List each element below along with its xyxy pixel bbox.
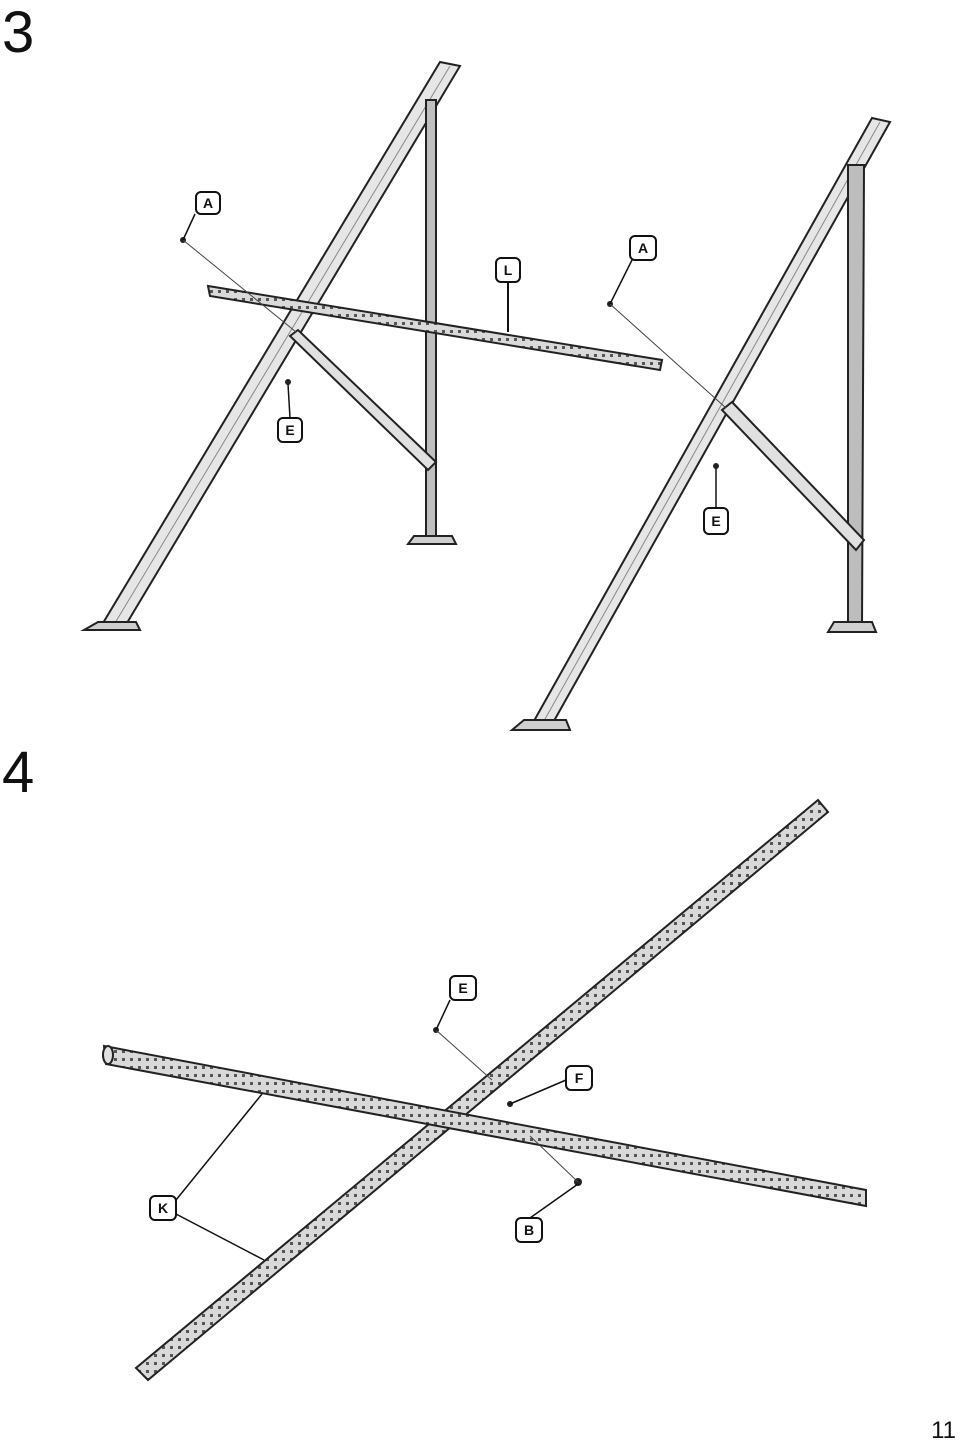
page-number: 11 xyxy=(931,1417,956,1444)
svg-text:E: E xyxy=(285,422,294,438)
svg-text:L: L xyxy=(504,262,513,278)
step-3-number: 3 xyxy=(2,0,35,65)
label-l: L xyxy=(495,257,521,283)
svg-text:A: A xyxy=(203,195,213,211)
bolt-a-right xyxy=(607,259,727,409)
nut-e-right xyxy=(713,463,719,508)
nut-e-left xyxy=(285,379,291,419)
washer-f xyxy=(507,1079,567,1107)
label-a-left: A xyxy=(195,191,221,215)
right-frame xyxy=(509,116,892,731)
nut-e xyxy=(433,999,493,1081)
label-f: F xyxy=(565,1065,593,1091)
label-e-right: E xyxy=(703,507,729,535)
svg-text:A: A xyxy=(638,240,648,256)
step-4-illustration: E F K B xyxy=(102,798,867,1382)
label-e-left: E xyxy=(277,417,303,443)
left-vertical-post xyxy=(425,99,437,541)
label-e-step4: E xyxy=(449,975,477,1001)
bolt-a-left xyxy=(180,213,297,333)
horizontal-rail xyxy=(102,1044,867,1208)
right-diagonal-leg xyxy=(528,116,892,729)
left-frame xyxy=(80,60,462,631)
diagonal-rail xyxy=(134,798,830,1382)
left-foot-front xyxy=(80,621,142,631)
right-vertical-post xyxy=(847,164,866,629)
right-foot-back xyxy=(826,621,878,633)
bolt-b xyxy=(529,1135,582,1219)
right-brace xyxy=(720,400,866,552)
svg-text:E: E xyxy=(711,513,720,529)
svg-text:E: E xyxy=(458,980,467,996)
crossbar-l xyxy=(206,284,664,372)
step-3-illustration: A L A E E xyxy=(80,60,892,731)
svg-text:B: B xyxy=(524,1222,534,1238)
left-foot-back xyxy=(406,535,458,545)
step-4-number: 4 xyxy=(2,740,35,805)
label-k: K xyxy=(149,1195,177,1221)
label-b: B xyxy=(515,1217,543,1243)
left-brace xyxy=(288,328,438,472)
left-diagonal-leg xyxy=(98,60,462,629)
svg-text:F: F xyxy=(575,1070,584,1086)
right-foot-front xyxy=(509,719,572,731)
label-a-right: A xyxy=(629,235,657,261)
svg-text:K: K xyxy=(158,1200,168,1216)
